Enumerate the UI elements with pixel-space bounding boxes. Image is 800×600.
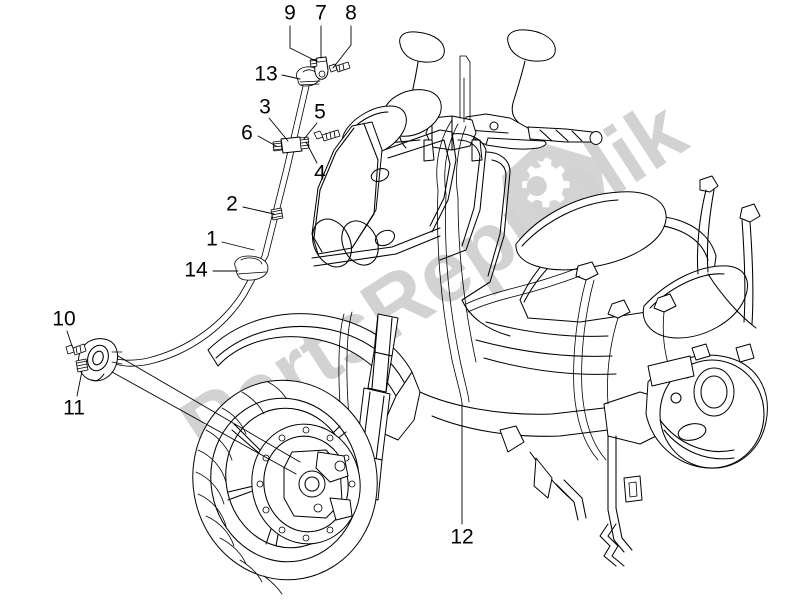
- screw-8: [328, 61, 351, 73]
- screw-4: [313, 129, 341, 142]
- callout-1: 1: [206, 228, 255, 251]
- callout-label: 2: [226, 193, 238, 216]
- mirror-right: [507, 29, 556, 124]
- callout-13: 13: [254, 63, 301, 86]
- speedometer-drive-unit: [65, 338, 301, 475]
- callout-4: 4: [305, 141, 326, 185]
- callout-label: 1: [206, 228, 218, 251]
- center-stand: [555, 479, 587, 521]
- callout-9: 9: [284, 2, 319, 63]
- lower-body-guard: [529, 435, 643, 567]
- front-wheel: [192, 379, 378, 595]
- callout-7: 7: [315, 2, 327, 59]
- callout-12: 12: [450, 403, 474, 549]
- callout-label: 14: [184, 259, 208, 282]
- callout-label: 9: [284, 2, 296, 25]
- callout-8: 8: [332, 2, 357, 69]
- callout-10: 10: [52, 308, 76, 347]
- screw-10: [65, 343, 87, 356]
- rear-cable-harness: [465, 261, 677, 461]
- callouts-layer: 9 7 8 13 3 5 6: [52, 2, 473, 549]
- callout-2: 2: [226, 193, 275, 216]
- engine-and-rear-wheel: [645, 343, 768, 469]
- callout-label: 12: [450, 526, 473, 549]
- front-fairing: [311, 121, 511, 301]
- cable-bundle-handlebar: [436, 55, 477, 405]
- gear-icon: [522, 157, 570, 208]
- retaining-ring-13: [296, 66, 321, 87]
- callout-label: 10: [52, 308, 75, 331]
- callout-label: 4: [314, 162, 326, 185]
- cable-clamp-lower: [270, 207, 284, 221]
- callout-label: 7: [315, 2, 327, 25]
- cable-clamp-upper: [272, 129, 341, 154]
- retaining-ring-14: [234, 255, 269, 281]
- callout-6: 6: [241, 122, 277, 147]
- body-midsection: [419, 299, 665, 453]
- cable-end-fitting: [309, 56, 351, 80]
- speedometer-cable-assembly: [65, 56, 351, 475]
- callout-label: 8: [345, 2, 357, 25]
- scooter-illustration: [192, 29, 768, 595]
- callout-14: 14: [184, 259, 239, 282]
- washer-11: [75, 358, 89, 373]
- callout-5: 5: [303, 101, 326, 140]
- callout-label: 11: [63, 397, 85, 420]
- callout-label: 3: [259, 96, 271, 119]
- callout-label: 6: [241, 122, 253, 145]
- callout-label: 5: [314, 101, 326, 124]
- callout-3: 3: [259, 96, 289, 142]
- callout-11: 11: [63, 370, 85, 420]
- tyre-tread: [195, 381, 287, 595]
- callout-label: 13: [254, 63, 277, 86]
- handlebar-assembly: [345, 113, 603, 162]
